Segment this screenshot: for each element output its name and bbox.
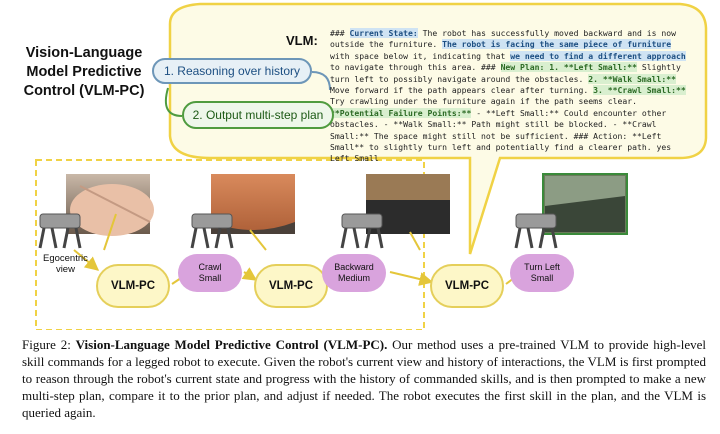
- vlm-output-segment: 3. **Crawl Small:**: [593, 85, 686, 96]
- vlm-output-segment: New Plan: 1. **Left Small:**: [500, 62, 638, 73]
- caption-label: Figure 2:: [22, 337, 76, 352]
- vlm-pc-node-2: VLM-PC: [254, 264, 328, 308]
- vlm-output-segment: with space below it, indicating that: [330, 50, 511, 61]
- vlm-output-segment: we need to find a different approach: [510, 50, 686, 61]
- skill-line: Medium: [337, 273, 370, 283]
- vlm-output-segment: The robot is facing the same piece of fu…: [442, 39, 672, 50]
- reasoning-arrow: [311, 71, 331, 91]
- vlm-output-segment: Try crawling under the furniture again i…: [330, 96, 637, 107]
- history-dashed-box: [35, 159, 425, 330]
- vlm-output-segment: ###: [330, 28, 350, 38]
- ego-line-1: Egocentric: [43, 253, 88, 264]
- method-title: Vision-Language Model Predictive Control…: [10, 44, 158, 101]
- skill-line: Crawl: [198, 262, 222, 272]
- robot-3: [340, 213, 384, 249]
- step-reasoning-pill: 1. Reasoning over history: [152, 58, 312, 84]
- vlm-output-segment: 2. **Walk Small:**: [588, 73, 676, 84]
- figure: Vision-Language Model Predictive Control…: [10, 2, 708, 330]
- camera-image-4: [542, 173, 628, 235]
- ego-line-2: view: [55, 264, 75, 275]
- skill-line: Backward: [334, 262, 374, 272]
- caption-body: Our method uses a pre-trained VLM to pro…: [22, 337, 706, 420]
- robot-4: [514, 213, 558, 249]
- method-title-line-3: Control (VLM-PC): [23, 83, 145, 99]
- plan-arrow: [164, 87, 183, 117]
- vlm-pc-node-1: VLM-PC: [96, 264, 170, 308]
- vlm-output-segment: to navigate through this area. ###: [330, 62, 501, 73]
- skill-line: Small: [198, 273, 222, 283]
- vlm-output-segment: Slightly turn left to possibly navigate …: [330, 62, 681, 84]
- robot-1: [38, 213, 82, 249]
- step-plan-pill: 2. Output multi-step plan: [182, 101, 334, 129]
- figure-caption: Figure 2: Vision-Language Model Predicti…: [22, 336, 706, 421]
- caption-bold-title: Vision-Language Model Predictive Control…: [75, 337, 388, 352]
- method-title-line-2: Model Predictive: [26, 64, 142, 80]
- method-title-line-1: Vision-Language: [25, 45, 143, 61]
- skill-line: Small: [530, 273, 554, 283]
- vlm-output-segment: Current State:: [349, 28, 418, 38]
- vlm-label: VLM:: [286, 33, 318, 48]
- vlm-output-segment: - **Left Small:** Could encounter other …: [330, 107, 672, 164]
- skill-line: Turn Left: [524, 262, 560, 272]
- vlm-output-segment: The robot has successfully moved backwar…: [330, 28, 676, 50]
- vlm-pc-node-3: VLM-PC: [430, 264, 504, 308]
- robot-2: [190, 213, 234, 249]
- vlm-output-segment: Move forward if the path appears clear a…: [330, 85, 594, 96]
- vlm-output-segment: **Potential Failure Points:**: [330, 107, 472, 118]
- vlm-output-text: ### Current State: The robot has success…: [330, 28, 686, 165]
- egocentric-view-label: Egocentric view: [43, 253, 88, 275]
